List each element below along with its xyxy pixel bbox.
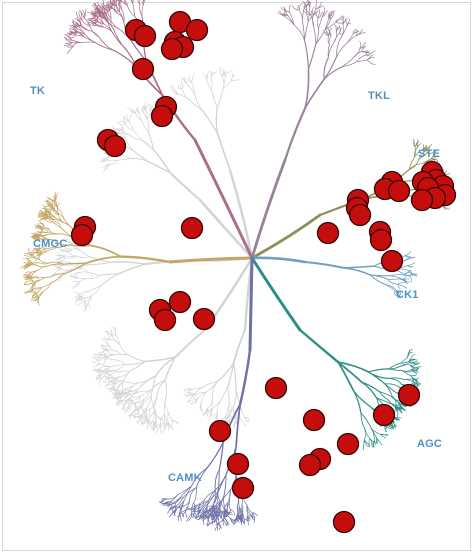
kinase-marker (233, 478, 254, 499)
group-label-camk: CAMK (168, 472, 202, 484)
kinase-marker (371, 230, 392, 251)
kinase-marker (334, 512, 355, 533)
kinase-marker (300, 455, 321, 476)
kinase-marker (412, 190, 433, 211)
kinase-marker (338, 434, 359, 455)
group-label-tk: TK (30, 85, 45, 97)
kinase-marker (155, 310, 176, 331)
kinase-marker (135, 26, 156, 47)
kinase-markers (72, 12, 456, 533)
group-label-ck1: CK1 (396, 289, 419, 301)
kinase-marker (152, 106, 173, 127)
kinase-marker (105, 136, 126, 157)
kinase-marker (382, 251, 403, 272)
kinase-marker (399, 385, 420, 406)
kinase-marker (133, 59, 154, 80)
kinase-marker (350, 205, 371, 226)
kinase-marker (228, 454, 249, 475)
group-label-cmgc: CMGC (33, 238, 67, 250)
kinase-marker (374, 405, 395, 426)
kinase-marker (266, 378, 287, 399)
group-label-ste: STE (418, 148, 440, 160)
kinase-marker (210, 421, 231, 442)
kinase-marker (170, 292, 191, 313)
kinase-marker (182, 218, 203, 239)
kinase-marker (162, 39, 183, 60)
kinase-marker (389, 181, 410, 202)
group-label-tkl: TKL (368, 90, 390, 102)
group-label-agc: AGC (417, 438, 442, 450)
kinase-marker (318, 223, 339, 244)
kinase-marker (194, 309, 215, 330)
kinase-marker (187, 20, 208, 41)
kinase-marker (72, 225, 93, 246)
kinase-marker (304, 410, 325, 431)
